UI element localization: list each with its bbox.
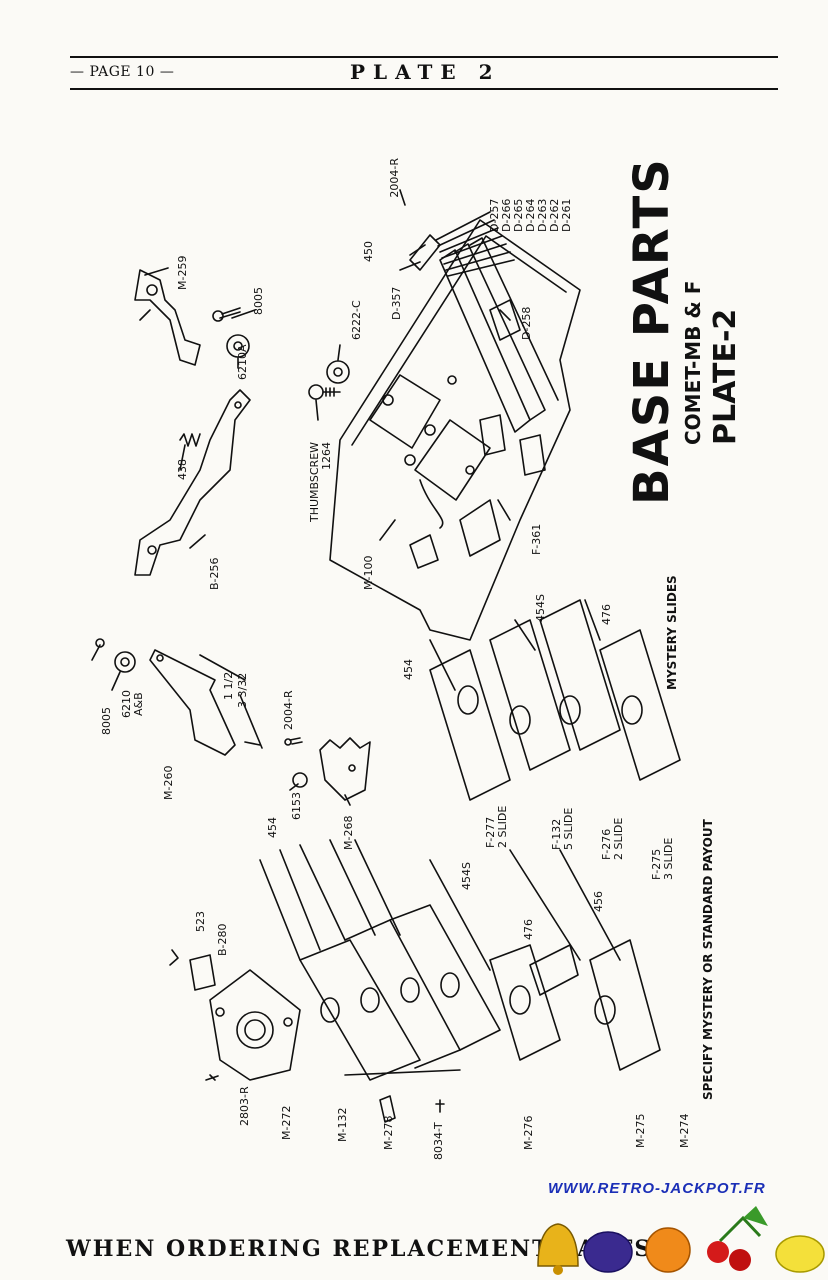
- lower-slides-drawing: [259, 839, 501, 1081]
- label-f361: F-361: [530, 524, 543, 555]
- detector-levers-drawing: [409, 211, 515, 277]
- label-6210a: 6210A: [236, 344, 249, 380]
- label-m272: M-272: [280, 1106, 293, 1140]
- label-m274: M-274: [678, 1114, 691, 1148]
- title-base-parts: BASE PARTS: [624, 157, 680, 505]
- label-dim-b: 3 3/32: [236, 673, 249, 708]
- bracket-m260-drawing: [149, 649, 263, 756]
- plate-title-block: BASE PARTS COMET-MB & F PLATE-2: [624, 157, 743, 505]
- label-8005-left: 8005: [100, 707, 113, 735]
- label-b280: B-280: [216, 923, 229, 956]
- part-number-labels: 2004-R 450 D-357 D-257 D-266 D-265 D-264…: [100, 158, 715, 1160]
- base-plate-m100-drawing: [329, 219, 581, 641]
- label-dim-a: 1 1/2: [222, 672, 235, 700]
- label-450: 450: [362, 241, 375, 262]
- label-8005-top: 8005: [252, 287, 265, 315]
- label-d258: D-258: [520, 307, 533, 340]
- label-d262: D-262: [548, 199, 561, 232]
- payout-slides-drawing: [429, 849, 661, 1071]
- label-476-a: 476: [600, 604, 613, 625]
- page-number: — PAGE 10 —: [70, 64, 175, 80]
- label-mystery-slides: MYSTERY SLIDES: [665, 575, 679, 690]
- plum-icon: [583, 1231, 633, 1273]
- orange-icon: [645, 1227, 691, 1273]
- label-f276-sub: 2 SLIDE: [612, 818, 625, 860]
- label-m100: M-100: [362, 556, 375, 590]
- header-top-rule: [70, 56, 778, 58]
- label-456: 456: [592, 891, 605, 912]
- label-m275: M-275: [634, 1114, 647, 1148]
- label-m276: M-276: [522, 1116, 535, 1150]
- label-d266: D-266: [500, 199, 513, 232]
- lever-m259-drawing: [134, 269, 201, 366]
- bracket-b256-drawing: [134, 389, 251, 576]
- label-438: 438: [176, 459, 189, 480]
- label-523: 523: [194, 911, 207, 932]
- label-d261: D-261: [560, 199, 573, 232]
- plate-heading: PLATE 2: [350, 60, 501, 84]
- label-m259: M-259: [176, 256, 189, 290]
- label-f277: F-277: [484, 817, 497, 848]
- label-thumbscrew: THUMBSCREW: [308, 442, 321, 523]
- label-f276: F-276: [600, 829, 613, 860]
- label-2803r: 2803-R: [238, 1086, 251, 1126]
- label-m132: M-132: [336, 1108, 349, 1142]
- lemon-icon: [775, 1235, 825, 1273]
- label-476-b: 476: [522, 919, 535, 940]
- label-b256: B-256: [208, 557, 221, 590]
- label-f277-sub: 2 SLIDE: [496, 806, 509, 848]
- label-2004r-top: 2004-R: [388, 158, 401, 198]
- label-d357: D-357: [390, 287, 403, 320]
- label-f132-sub: 5 SLIDE: [562, 808, 575, 850]
- label-m260: M-260: [162, 766, 175, 800]
- watermark-url: WWW.RETRO-JACKPOT.FR: [548, 1180, 766, 1197]
- label-m278: M-278: [382, 1116, 395, 1150]
- label-454s-b: 454S: [460, 862, 473, 890]
- label-d263: D-263: [536, 199, 549, 232]
- pawl-m268-drawing: [319, 737, 371, 801]
- label-6210-ab: A&B: [132, 692, 145, 716]
- header-bottom-rule: [70, 88, 778, 90]
- label-2004r-mid: 2004-R: [282, 690, 295, 730]
- label-f132: F-132: [550, 819, 563, 850]
- label-454-a: 454: [402, 659, 415, 680]
- title-model: COMET-MB & F: [681, 281, 705, 445]
- label-6210: 6210: [120, 690, 133, 718]
- label-454-b: 454: [266, 817, 279, 838]
- label-6222c: 6222-C: [350, 300, 363, 340]
- label-454s-a: 454S: [534, 594, 547, 622]
- label-6153: 6153: [290, 792, 303, 820]
- label-m268: M-268: [342, 816, 355, 850]
- fruit-watermark: [537, 1206, 825, 1275]
- label-d264: D-264: [524, 199, 537, 232]
- title-plate: PLATE-2: [708, 309, 743, 445]
- mystery-slides-drawing: [429, 599, 681, 801]
- label-f275: F-275: [650, 849, 663, 880]
- label-d257: D-257: [488, 199, 501, 232]
- label-8034t: 8034-T: [432, 1122, 445, 1160]
- label-1264: 1264: [320, 442, 333, 470]
- coin-part-m272-drawing: [209, 969, 301, 1081]
- label-specify: SPECIFY MYSTERY OR STANDARD PAYOUT: [701, 818, 715, 1100]
- cherries-icon: [707, 1206, 768, 1271]
- label-d265: D-265: [512, 199, 525, 232]
- bell-icon: [537, 1223, 579, 1275]
- label-f275-sub: 3 SLIDE: [662, 838, 675, 880]
